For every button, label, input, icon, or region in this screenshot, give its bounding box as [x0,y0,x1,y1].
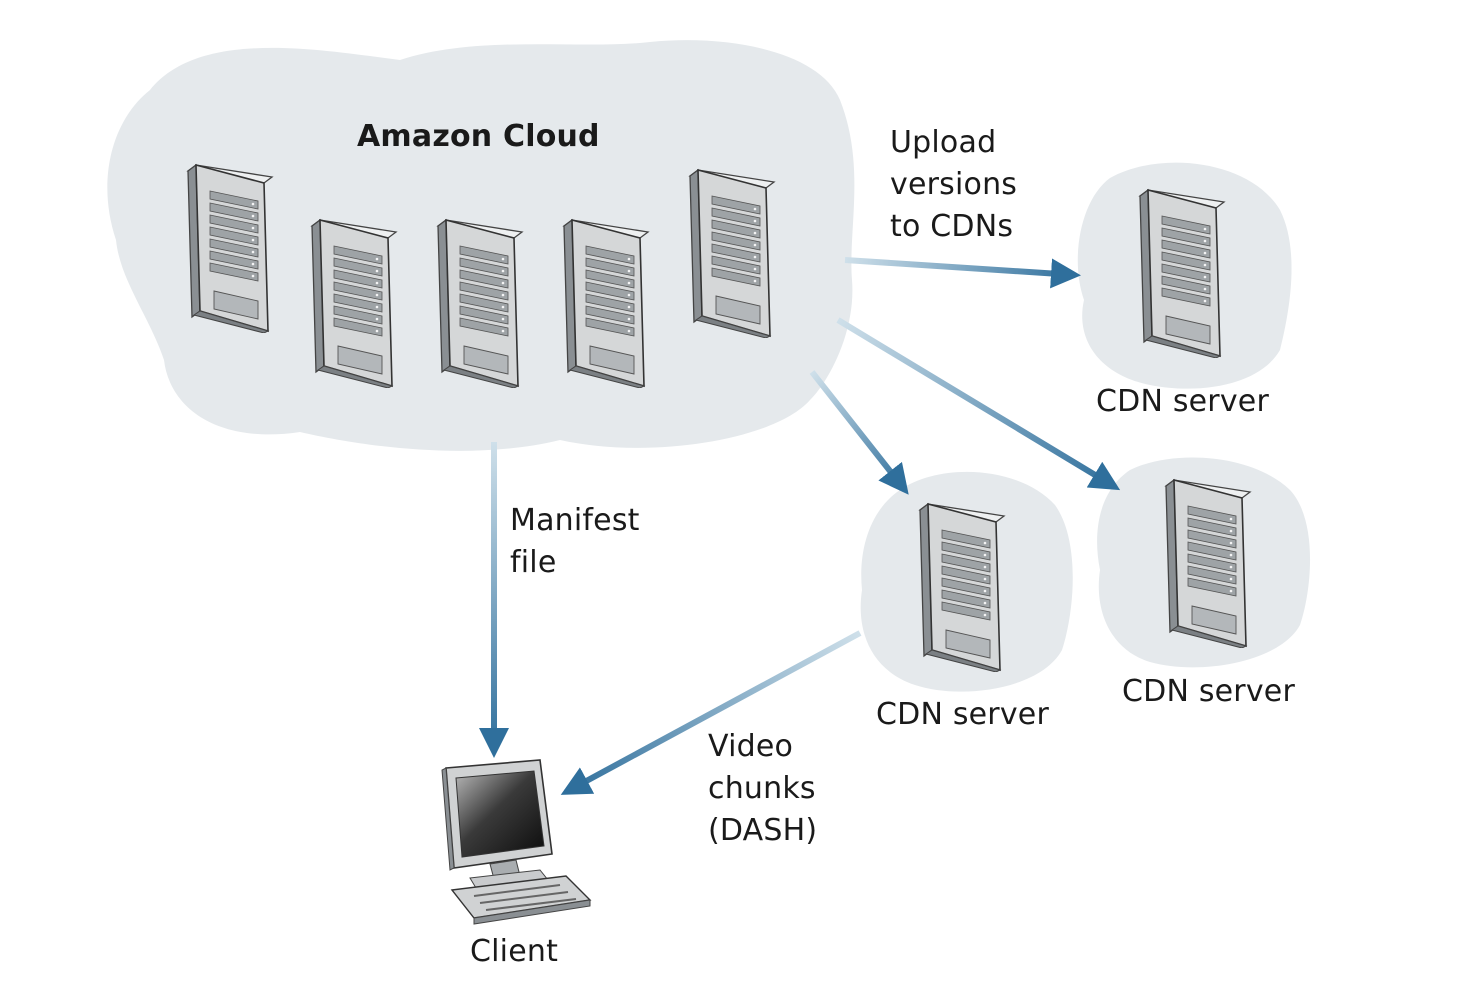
video-chunks-arrow [560,630,862,795]
cloud-server-2-icon [311,219,397,388]
client-computer-icon [441,759,591,925]
cloud-server-4-icon [563,219,649,388]
cloud-server-5-icon [689,169,775,338]
cdn-server-right-icon [1165,479,1251,648]
cdn-server-middle-icon [919,503,1005,672]
video-chunks-label: Video chunks (DASH) [708,729,818,848]
cdn-server-right-label: CDN server [1122,674,1295,709]
amazon-cloud-title: Amazon Cloud [357,119,600,154]
manifest-label: Manifest file [510,503,640,580]
cdn-server-middle-label: CDN server [876,697,1049,732]
cloud-server-3-icon [437,219,523,388]
client-label: Client [470,934,559,969]
upload-arrow [844,257,1081,289]
cloud-server-1-icon [187,164,273,333]
cloud-to-cdn-right-arrow [836,317,1121,491]
cdn-server-top-label: CDN server [1096,384,1269,419]
upload-label: Upload versions to CDNs [890,125,1018,244]
cdn-server-top-icon [1139,189,1225,358]
cloud-to-cdn-middle-arrow [809,370,909,495]
